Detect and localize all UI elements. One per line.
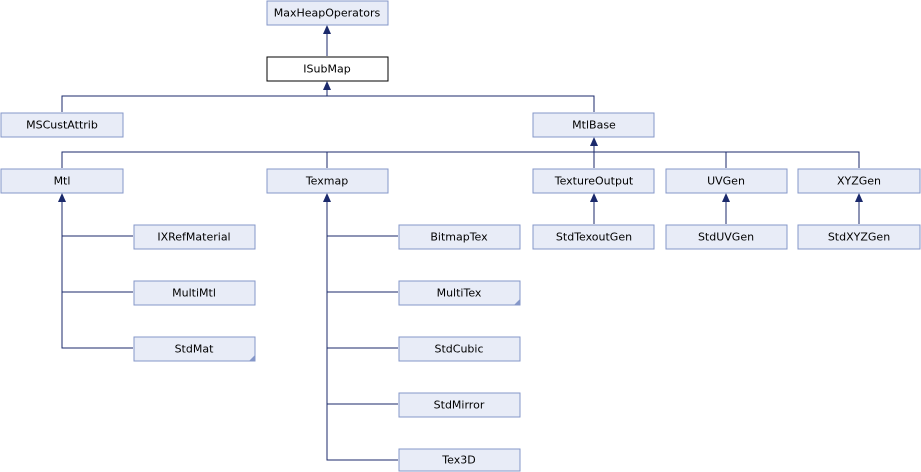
node-label: IXRefMaterial — [157, 231, 230, 244]
arrowhead-mtlbase — [590, 137, 598, 146]
node-label: StdMirror — [434, 399, 485, 412]
node-stdcubic[interactable]: StdCubic — [398, 336, 521, 362]
node-multimtl[interactable]: MultiMtl — [133, 280, 256, 306]
node-label: BitmapTex — [430, 231, 488, 244]
arrowhead-xyzgen — [855, 193, 863, 202]
node-mscustattrib[interactable]: MSCustAttrib — [0, 112, 124, 138]
node-label: ISubMap — [303, 63, 350, 76]
node-xyzgen[interactable]: XYZGen — [797, 168, 921, 194]
node-ixrefmaterial[interactable]: IXRefMaterial — [133, 224, 256, 250]
node-stdmat[interactable]: StdMat — [133, 336, 256, 362]
node-label: MaxHeapOperators — [274, 7, 381, 20]
node-label: UVGen — [707, 175, 745, 188]
edge-mscustattrib-isubmap — [61, 95, 327, 112]
edge-mtlbase-isubmap — [327, 95, 595, 112]
node-label: MtlBase — [572, 119, 616, 132]
node-stdmirror[interactable]: StdMirror — [398, 392, 521, 418]
node-stdxyzgen[interactable]: StdXYZGen — [797, 224, 921, 250]
arrowheads — [58, 25, 863, 202]
node-label: Texmap — [305, 175, 348, 188]
node-isubmap: ISubMap — [266, 56, 389, 82]
edge-level3-bus — [61, 151, 860, 168]
node-label: StdXYZGen — [828, 231, 890, 244]
node-stdtexoutgen[interactable]: StdTexoutGen — [532, 224, 655, 250]
fold-corner-icon — [249, 355, 255, 361]
edge-texmap-trunk — [326, 199, 398, 461]
node-mtl[interactable]: Mtl — [0, 168, 124, 194]
node-label: TextureOutput — [554, 175, 634, 188]
arrowhead-texmap — [323, 193, 331, 202]
node-label: StdCubic — [434, 343, 483, 356]
node-bitmaptex[interactable]: BitmapTex — [398, 224, 521, 250]
node-maxheapoperators[interactable]: MaxHeapOperators — [266, 0, 389, 26]
node-textureoutput[interactable]: TextureOutput — [532, 168, 655, 194]
arrowhead-uvgen — [722, 193, 730, 202]
node-tex3d[interactable]: Tex3D — [398, 448, 521, 472]
node-label: XYZGen — [837, 175, 881, 188]
node-texmap[interactable]: Texmap — [266, 168, 389, 194]
fold-corner-icon — [514, 299, 520, 305]
node-label: Tex3D — [441, 454, 475, 467]
node-label: Mtl — [54, 175, 71, 188]
arrowhead-isubmap — [323, 81, 331, 90]
edge-mtl-trunk — [61, 199, 133, 349]
node-label: MultiMtl — [172, 287, 216, 300]
node-multitex[interactable]: MultiTex — [398, 280, 521, 306]
arrowhead-maxheap — [323, 25, 331, 34]
node-label: MultiTex — [437, 287, 482, 300]
node-label: MSCustAttrib — [26, 119, 98, 132]
inheritance-edges — [61, 32, 860, 461]
node-stduvgen[interactable]: StdUVGen — [665, 224, 788, 250]
node-label: StdTexoutGen — [556, 231, 632, 244]
arrowhead-mtl — [58, 193, 66, 202]
node-label: StdUVGen — [698, 231, 754, 244]
arrowhead-textureoutput — [590, 193, 598, 202]
node-mtlbase[interactable]: MtlBase — [532, 112, 655, 138]
node-uvgen[interactable]: UVGen — [665, 168, 788, 194]
node-label: StdMat — [175, 343, 215, 356]
